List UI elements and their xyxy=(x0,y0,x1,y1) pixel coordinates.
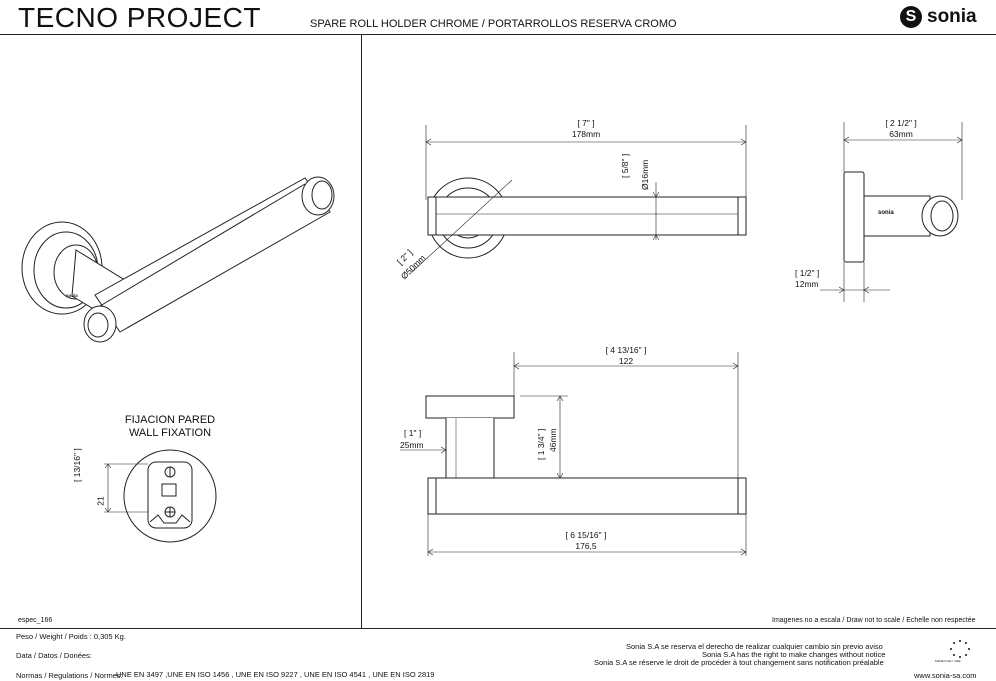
eu-caption: MADE IN EU ·CEE· xyxy=(935,659,962,663)
rights-es: Sonia S.A se reserva el derecho de reali… xyxy=(626,642,883,651)
brand-logo: S sonia xyxy=(900,6,977,28)
norms-label: Normas / Regulations / Normes: xyxy=(16,671,123,680)
side-brand-mark: sonia xyxy=(878,210,894,216)
wall-fixation-detail xyxy=(104,449,217,543)
side-depth-mm: 12mm xyxy=(795,279,819,289)
brand-name: sonia xyxy=(927,6,977,27)
norms-values: UNE EN 3497 ,UNE EN ISO 1456 , UNE EN IS… xyxy=(116,670,435,679)
product-subtitle: SPARE ROLL HOLDER CHROME / PORTARROLLOS … xyxy=(310,18,677,30)
bot-total-in: [ 6 15/16" ] xyxy=(565,530,607,540)
weight-label: Peso / Weight / Poids : 0,305 Kg. xyxy=(16,632,126,641)
fixation-dim-in: [ 13/16" ] xyxy=(72,448,82,482)
eu-stars-icon xyxy=(950,640,970,658)
side-depth-in: [ 1/2" ] xyxy=(795,268,820,278)
spec-code: espec_166 xyxy=(18,617,53,624)
side-width-mm: 63mm xyxy=(889,129,913,139)
dia16-mm: Ø16mm xyxy=(640,159,650,190)
svg-text:sonia: sonia xyxy=(66,293,78,298)
dia16-in: [ 5/8" ] xyxy=(620,153,630,178)
rights-en: Sonia S.A has the right to make changes … xyxy=(702,650,886,659)
bot-width-in: [ 4 13/16" ] xyxy=(605,345,647,355)
top-width-mm: 178mm xyxy=(571,129,601,139)
neck-mm: 25mm xyxy=(400,440,424,450)
fixation-line1: FIJACION PARED xyxy=(124,414,216,426)
website-link[interactable]: www.sonia-sa.com xyxy=(914,671,977,680)
side-view xyxy=(820,122,963,302)
height-in: [ 1 3/4" ] xyxy=(536,428,546,460)
panel-divider xyxy=(361,34,362,628)
iso-view: sonia xyxy=(21,176,335,343)
bot-width-mm: 122 xyxy=(618,356,634,366)
fixation-line2: WALL FIXATION xyxy=(128,427,212,439)
height-mm: 46mm xyxy=(548,428,558,452)
side-width-in: [ 2 1/2" ] xyxy=(885,118,917,128)
scale-note: Imagenes no a escala / Draw not to scale… xyxy=(772,617,976,624)
data-label: Data / Datos / Donées: xyxy=(16,651,92,660)
bot-total-mm: 176,5 xyxy=(575,541,597,551)
front-view xyxy=(411,125,747,273)
header-divider xyxy=(0,34,996,35)
top-view xyxy=(400,352,747,556)
sonia-logo-icon: S xyxy=(900,6,922,28)
fixation-dim-mm: 21 xyxy=(95,496,106,506)
neck-in: [ 1" ] xyxy=(404,428,422,438)
top-width-in: [ 7" ] xyxy=(577,118,595,128)
page-title: TECNO PROJECT xyxy=(18,2,261,33)
fixation-caption: FIJACION PARED WALL FIXATION xyxy=(105,414,235,440)
rights-fr: Sonia S.A se réserve le droit de procéde… xyxy=(594,658,884,667)
footer-divider xyxy=(0,628,996,629)
